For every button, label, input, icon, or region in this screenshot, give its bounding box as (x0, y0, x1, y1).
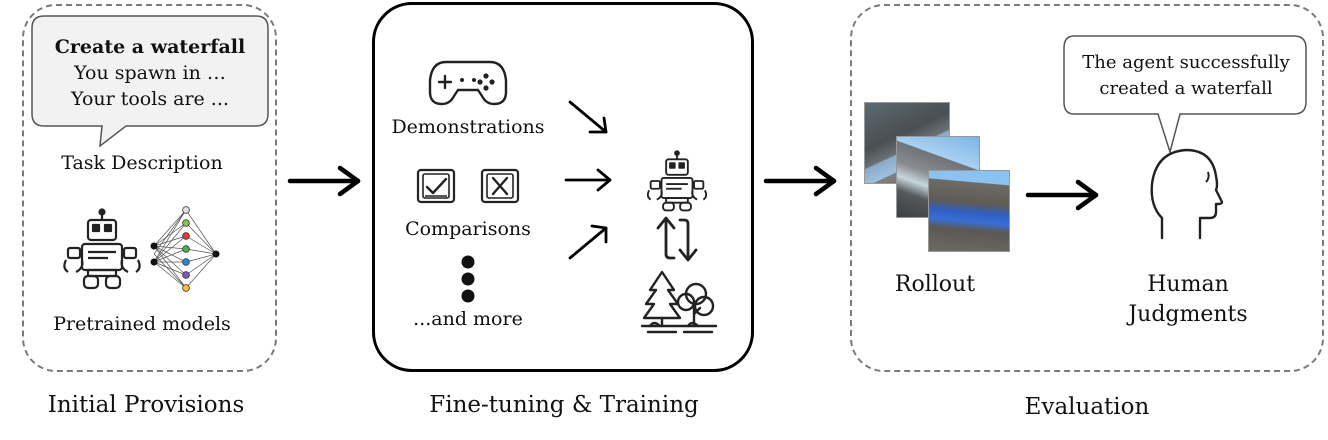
flow-arrow-1 (287, 165, 361, 197)
loop-arrows-icon (656, 216, 698, 262)
task-speech-bubble (31, 15, 269, 148)
task-bubble-line2: You spawn in … (74, 62, 226, 84)
checkbox-check-icon (416, 168, 456, 204)
more-dots-icon (461, 255, 475, 303)
environment-trees-icon (640, 270, 718, 334)
checkbox-cross-icon (480, 168, 520, 204)
rollout-frame-3 (928, 170, 1010, 252)
judgment-bubble-line1: The agent successfully (1082, 52, 1290, 73)
neural-network-icon (150, 206, 220, 292)
human-head-icon (1150, 148, 1224, 240)
and-more-label: ...and more (413, 308, 523, 330)
initial-provisions-panel (22, 4, 277, 372)
judgment-speech-bubble (1063, 35, 1307, 155)
human-judgments-line2: Judgments (1128, 302, 1248, 327)
fine-tuning-panel (372, 2, 754, 372)
flow-arrow-2 (763, 165, 837, 197)
input-arrows (564, 100, 612, 260)
section-title-fine-tuning: Fine-tuning & Training (429, 392, 699, 418)
section-title-evaluation: Evaluation (1024, 394, 1150, 420)
human-judgments-label: Human Judgments (1118, 270, 1258, 330)
human-judgments-line1: Human (1147, 272, 1229, 297)
robot-icon (63, 208, 141, 290)
task-bubble-text: Create a waterfall You spawn in … Your t… (34, 34, 266, 112)
flow-arrow-3 (1025, 179, 1099, 211)
rollout-label: Rollout (894, 272, 976, 297)
robot-icon-training (646, 150, 708, 212)
demonstrations-label: Demonstrations (391, 116, 545, 138)
judgment-bubble-line2: created a waterfall (1099, 78, 1273, 99)
judgment-bubble-text: The agent successfully created a waterfa… (1066, 50, 1306, 102)
gamepad-icon (428, 60, 508, 106)
pretrained-models-label: Pretrained models (53, 313, 231, 335)
task-bubble-line3: Your tools are ... (71, 88, 229, 110)
evaluation-panel (850, 4, 1324, 372)
task-description-label: Task Description (61, 152, 223, 174)
comparisons-label: Comparisons (405, 218, 531, 240)
section-title-initial-provisions: Initial Provisions (47, 392, 245, 418)
task-bubble-line1: Create a waterfall (54, 36, 246, 58)
